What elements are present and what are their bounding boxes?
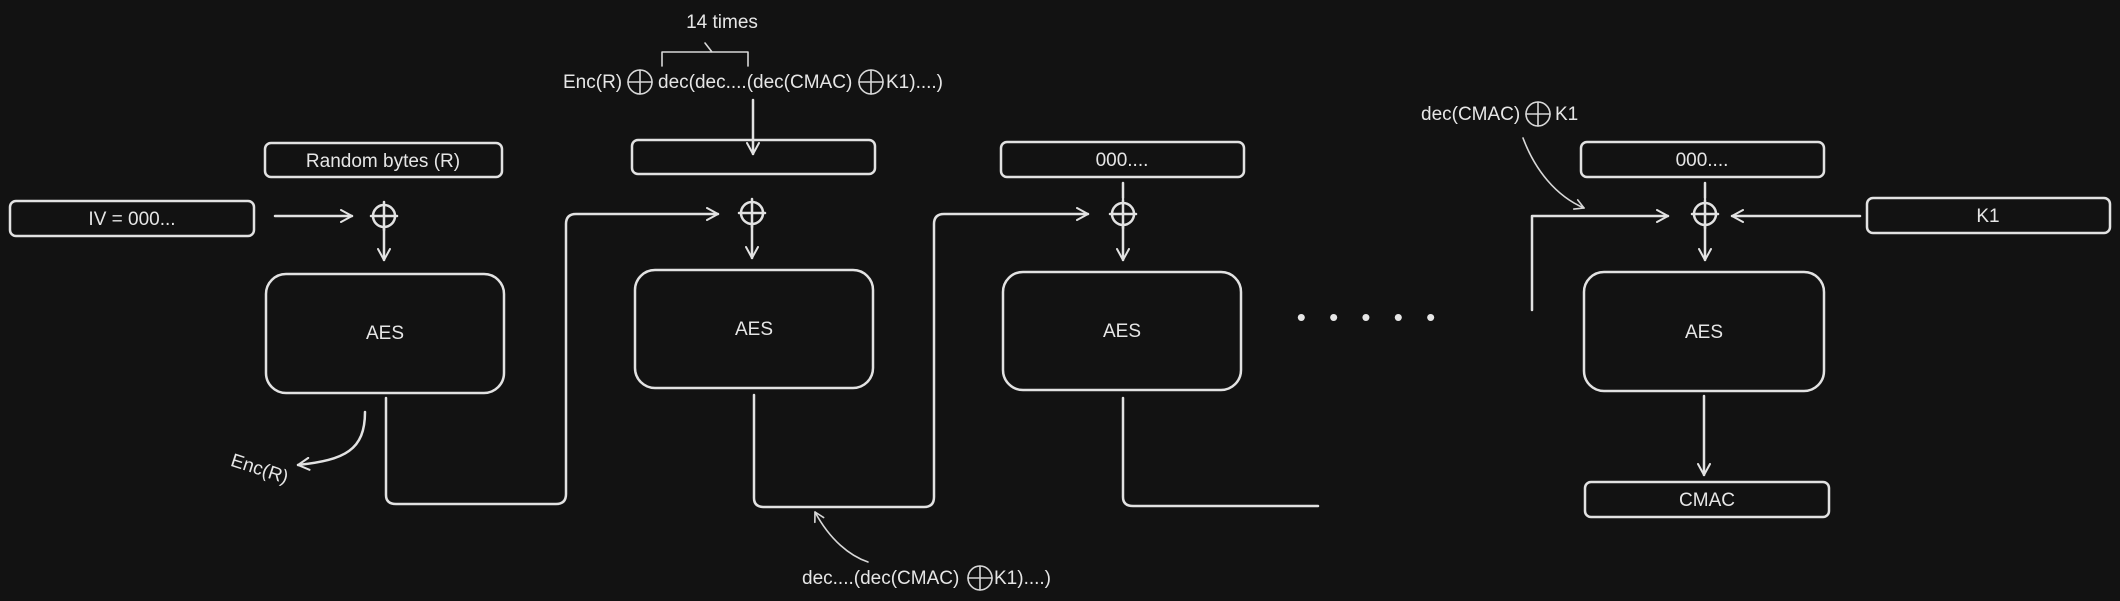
xor-icon: [1108, 198, 1138, 230]
block3-input-box: 000....: [999, 140, 1246, 179]
enc-r-output-label: Enc(R): [228, 450, 291, 488]
aes-block-3: AES: [1001, 270, 1243, 392]
aes-label-2: AES: [735, 319, 773, 340]
chain-arrow-final: [1530, 209, 1670, 312]
xor-icon: [858, 69, 884, 95]
ellipsis-dots: • • • • •: [1297, 302, 1443, 332]
xor-icon: [737, 197, 767, 229]
right-formula-end: K1: [1555, 104, 1578, 125]
xor-icon: [627, 69, 653, 95]
iv-input-box: IV = 000...: [8, 199, 256, 238]
final-input-label: 000....: [1676, 150, 1729, 171]
iv-input-label: IV = 000...: [88, 209, 175, 230]
final-input-box: 000....: [1579, 140, 1826, 179]
cmac-output-box: CMAC: [1583, 480, 1831, 519]
bottom-formula: dec....(dec(CMAC) K1)....): [802, 565, 1051, 591]
bottom-formula-end: K1)....): [994, 568, 1051, 589]
chain-arrow-2: [752, 207, 1090, 509]
aes-label-3: AES: [1103, 321, 1141, 342]
aes-label-final: AES: [1685, 322, 1723, 343]
aes-label-1: AES: [366, 323, 404, 344]
random-bytes-box: Random bytes (R): [263, 141, 504, 179]
aes-block-final: AES: [1582, 270, 1826, 393]
chain-arrow-1: [384, 207, 720, 506]
fourteen-times-label: 14 times: [686, 12, 758, 33]
block2-input-box: [630, 138, 877, 176]
right-formula-left: dec(CMAC): [1421, 104, 1520, 125]
xor-icon: [1690, 198, 1720, 230]
top-formula: Enc(R) dec(dec....(dec(CMAC) K1)....): [563, 69, 943, 95]
xor-icon: [1525, 101, 1551, 127]
fourteen-times-bracket: [661, 42, 749, 67]
k1-input-box: K1: [1865, 196, 2112, 235]
block3-input-label: 000....: [1096, 150, 1149, 171]
enc-r-output-arrow: [296, 410, 367, 471]
k1-input-label: K1: [1976, 206, 1999, 227]
top-formula-right: dec(dec....(dec(CMAC): [658, 72, 852, 93]
random-bytes-label: Random bytes (R): [306, 151, 460, 172]
bottom-formula-left: dec....(dec(CMAC): [802, 568, 959, 589]
xor-icon: [369, 200, 399, 232]
cmac-output-label: CMAC: [1679, 490, 1735, 511]
top-formula-end: K1)....): [886, 72, 943, 93]
aes-block-1: AES: [264, 272, 506, 395]
xor-icon: [967, 565, 993, 591]
bottom-formula-pointer: [814, 511, 869, 563]
right-formula-pointer: [1522, 137, 1585, 210]
right-formula: dec(CMAC) K1: [1421, 101, 1578, 127]
aes-block-2: AES: [633, 268, 875, 390]
chain-line-3: [1121, 396, 1320, 508]
top-formula-left: Enc(R): [563, 72, 622, 93]
